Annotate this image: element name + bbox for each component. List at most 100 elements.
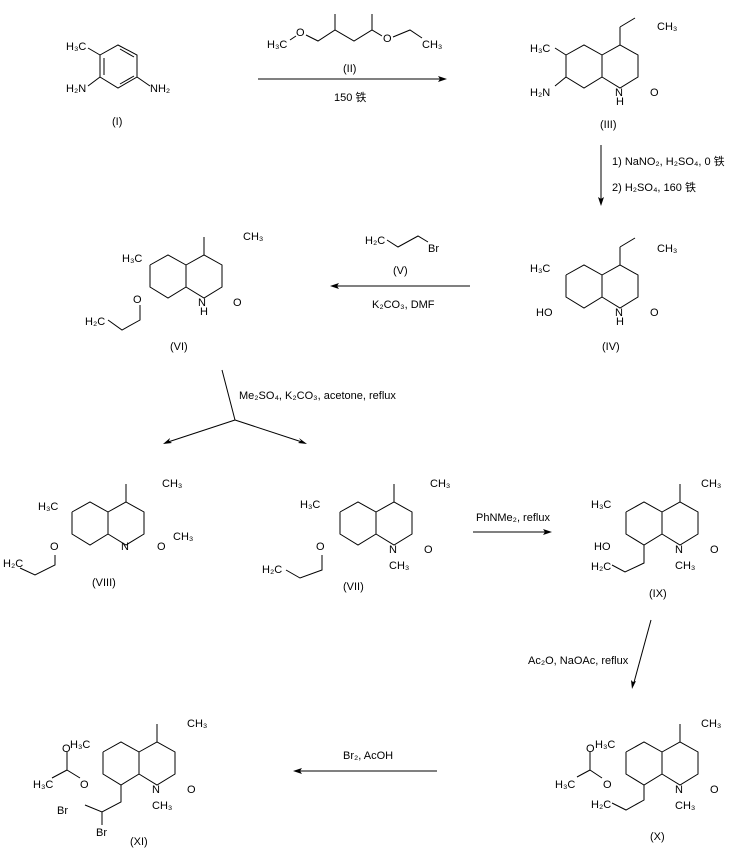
reagent-step1: 150 铁 bbox=[334, 91, 366, 104]
atom-label: H₃C bbox=[555, 779, 575, 791]
atom-label: H₃C bbox=[530, 263, 550, 275]
atom-label: H₃C bbox=[33, 779, 53, 791]
compound-label: (III) bbox=[600, 119, 617, 131]
atom-label: N bbox=[615, 307, 623, 319]
compound-label: (I) bbox=[112, 116, 122, 128]
reagent-step2b: 2) H₂SO₄, 160 铁 bbox=[612, 181, 696, 194]
atom-label: H bbox=[200, 306, 208, 318]
compound-XI: CH₃ H₃C O H₃C O N CH₃ O Br Br (XI) bbox=[33, 718, 207, 848]
atom-label: H₃C bbox=[66, 41, 86, 53]
compound-label: (IX) bbox=[649, 588, 667, 600]
atom-label: CH₃ bbox=[701, 718, 721, 730]
atom-label: Br bbox=[428, 243, 439, 255]
atom-label: CH₃ bbox=[422, 39, 442, 51]
atom-label: O bbox=[603, 779, 612, 791]
atom-label: NH₂ bbox=[150, 83, 170, 95]
compound-I: H₃C H₂N NH₂ (I) bbox=[66, 41, 170, 128]
atom-label: H₂C bbox=[85, 316, 105, 328]
atom-label: O bbox=[50, 541, 59, 553]
compound-label: (XI) bbox=[130, 836, 148, 848]
compound-label: (X) bbox=[650, 831, 665, 843]
reagent-step4: Me₂SO₄, K₂CO₃, acetone, reflux bbox=[239, 390, 396, 402]
atom-label: H₂N bbox=[530, 87, 550, 99]
atom-label: H₂N bbox=[66, 83, 86, 95]
atom-label: CH₃ bbox=[162, 478, 182, 490]
atom-label: Br bbox=[57, 805, 68, 817]
atom-label: H₃C bbox=[530, 43, 550, 55]
atom-label: O bbox=[650, 87, 659, 99]
atom-label: H₂C bbox=[591, 799, 611, 811]
atom-label: CH₃ bbox=[675, 560, 695, 572]
atom-label: N bbox=[121, 541, 129, 553]
atom-label: CH₃ bbox=[657, 21, 677, 33]
atom-label: N bbox=[198, 297, 206, 309]
atom-label: O bbox=[296, 27, 305, 39]
atom-label: O bbox=[650, 307, 659, 319]
compound-label: (II) bbox=[343, 63, 356, 75]
atom-label: O bbox=[80, 779, 89, 791]
atom-label: N bbox=[389, 544, 397, 556]
compound-VI: CH₃ H₃C O H₂C N H O (VI) bbox=[85, 231, 263, 353]
atom-label: CH₃ bbox=[675, 800, 695, 812]
atom-label: O bbox=[157, 541, 166, 553]
compound-IX: CH₃ H₃C HO N CH₃ O H₂C (IX) bbox=[591, 478, 721, 600]
atom-label: CH₃ bbox=[389, 560, 409, 572]
atom-label: H₃C bbox=[122, 253, 142, 265]
atom-label: H₂C bbox=[365, 235, 385, 247]
atom-label: N bbox=[675, 784, 683, 796]
compound-label: (IV) bbox=[602, 341, 620, 353]
atom-label: CH₃ bbox=[187, 718, 207, 730]
atom-label: CH₃ bbox=[430, 478, 450, 490]
reagent-step7: Br₂, AcOH bbox=[343, 750, 393, 762]
atom-label: H₂C bbox=[262, 564, 282, 576]
compound-label: (V) bbox=[393, 265, 408, 277]
atom-label: N bbox=[615, 87, 623, 99]
atom-label: H₃C bbox=[70, 739, 90, 751]
atom-label: O bbox=[233, 297, 242, 309]
compound-VII: CH₃ H₃C O N CH₃ O H₂C (VII) bbox=[262, 478, 450, 593]
compound-X: CH₃ H₃C O H₃C O N CH₃ O H₂C (X) bbox=[555, 718, 721, 843]
atom-label: H₃C bbox=[595, 739, 615, 751]
atom-label: H₂C bbox=[591, 561, 611, 573]
reagent-step5: PhNMe₂, reflux bbox=[476, 512, 550, 524]
atom-label: O bbox=[133, 294, 142, 306]
atom-label: H₃C bbox=[267, 39, 287, 51]
atom-label: H bbox=[616, 316, 624, 328]
atom-label: Br bbox=[96, 827, 107, 839]
compound-label: (VIII) bbox=[92, 577, 116, 589]
atom-label: N bbox=[675, 544, 683, 556]
reaction-arrow-4 bbox=[221, 369, 236, 421]
reaction-arrow-6 bbox=[632, 619, 652, 687]
compound-IV: CH₃ H₃C HO N H O (IV) bbox=[530, 237, 677, 353]
compound-V: H₂C Br (V) bbox=[365, 235, 439, 277]
reagent-step6: Ac₂O, NaOAc, reflux bbox=[528, 655, 629, 667]
atom-label: O bbox=[424, 544, 433, 556]
compound-III: CH₃ H₃C H₂N N H O (III) bbox=[530, 17, 677, 131]
reagent-step2a: 1) NaNO₂, H₂SO₄, 0 铁 bbox=[612, 155, 725, 168]
compound-II: H₃C O O CH₃ (II) bbox=[267, 14, 442, 75]
atom-label: CH₃ bbox=[243, 231, 263, 243]
atom-label: N bbox=[152, 784, 160, 796]
atom-label: O bbox=[187, 784, 196, 796]
compound-VIII: CH₃ H₃C O N O CH₃ H₂C (VIII) bbox=[3, 478, 193, 589]
atom-label: HO bbox=[536, 307, 553, 319]
atom-label: O bbox=[710, 784, 719, 796]
atom-label: H₃C bbox=[38, 501, 58, 513]
atom-label: O bbox=[62, 743, 71, 755]
atom-label: CH₃ bbox=[657, 243, 677, 255]
atom-label: H₂C bbox=[3, 558, 23, 570]
atom-label: HO bbox=[594, 541, 611, 553]
reagent-step3: K₂CO₃, DMF bbox=[372, 299, 435, 311]
atom-label: H₃C bbox=[591, 499, 611, 511]
atom-label: O bbox=[586, 743, 595, 755]
atom-label: CH₃ bbox=[701, 478, 721, 490]
atom-label: CH₃ bbox=[152, 800, 172, 812]
compound-label: (VII) bbox=[343, 581, 364, 593]
atom-label: O bbox=[316, 541, 325, 553]
atom-label: O bbox=[383, 33, 392, 45]
atom-label: H bbox=[616, 96, 624, 108]
atom-label: O bbox=[710, 544, 719, 556]
atom-label: CH₃ bbox=[173, 531, 193, 543]
compound-label: (VI) bbox=[170, 341, 188, 353]
